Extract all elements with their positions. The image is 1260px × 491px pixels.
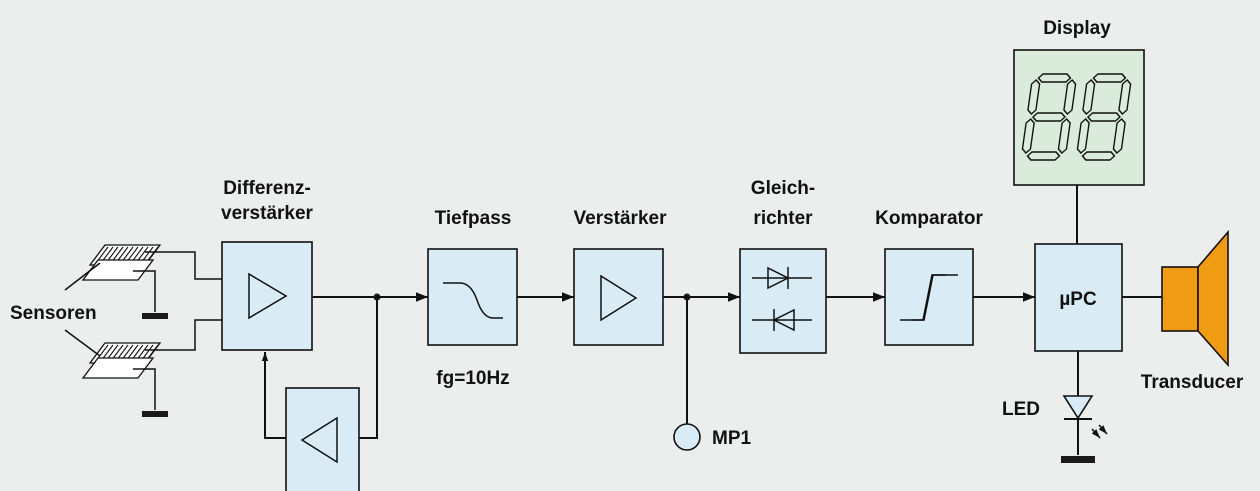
sensor-wires	[64, 251, 222, 410]
seven-segment-display-icon	[1013, 49, 1145, 186]
hysteresis-icon	[900, 274, 958, 321]
mp1-label: MP1	[712, 428, 752, 449]
amplifier-triangle-icon	[600, 274, 638, 322]
lowpass-curve-icon	[443, 282, 503, 319]
gleichrichter-label-line1: Gleich-	[751, 178, 815, 199]
tiefpass-block	[427, 248, 518, 346]
cutoff-frequency-label: fg=10Hz	[436, 368, 509, 389]
display-digit-right	[1076, 73, 1132, 161]
upc-label: µPC	[1059, 289, 1097, 310]
led-diode-icon	[1062, 395, 1108, 439]
ground-symbol	[142, 313, 168, 319]
gleichrichter-label-line2: richter	[753, 208, 813, 229]
gleichrichter-block	[739, 248, 827, 354]
ground-symbol	[142, 411, 168, 417]
sensor-bottom	[81, 342, 162, 379]
speaker-icon	[1161, 229, 1229, 368]
komparator-label: Komparator	[875, 208, 983, 229]
tiefpass-label: Tiefpass	[435, 208, 512, 229]
verstaerker-block	[573, 248, 664, 346]
sensor-top	[81, 244, 162, 281]
display-digit-left	[1021, 73, 1077, 161]
transducer-label: Transducer	[1141, 372, 1244, 393]
microcontroller-block	[1034, 243, 1123, 352]
display-label: Display	[1043, 18, 1111, 39]
amplifier-triangle-left-icon	[300, 416, 338, 464]
diode-pair-icon	[752, 266, 812, 332]
led-label: LED	[1002, 399, 1040, 420]
differenz-label-line2: verstärker	[221, 203, 314, 224]
measure-point-mp1	[673, 423, 701, 451]
amplifier-triangle-icon	[248, 272, 288, 320]
differenz-label-line1: Differenz-	[223, 178, 311, 199]
feedback-amplifier-block	[285, 387, 360, 491]
verstaerker-label: Verstärker	[574, 208, 668, 229]
sensoren-label: Sensoren	[10, 303, 97, 324]
ground-symbol	[1061, 456, 1095, 463]
differenz-amplifier-block	[221, 241, 313, 351]
